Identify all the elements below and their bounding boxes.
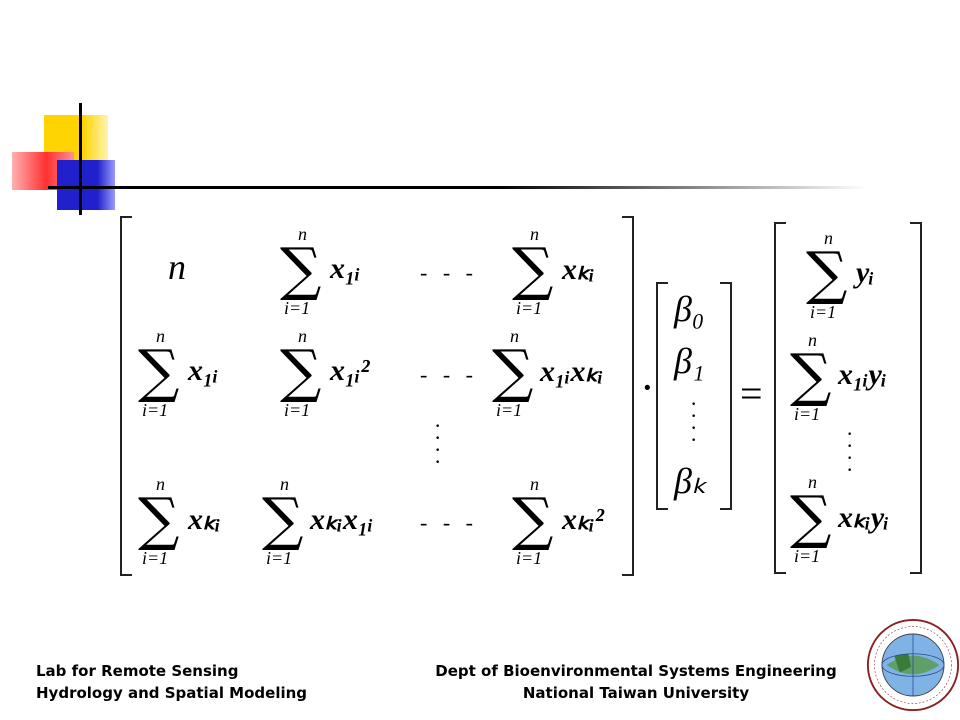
title-underline [48, 186, 868, 189]
footer-lab-subtitle: Hydrology and Spatial Modeling [36, 684, 308, 702]
n-entry: n [168, 247, 186, 287]
sum-xki-x1i: n ∑ i=1 xₖᵢx₁ᵢ [262, 474, 374, 568]
footer-department: Dept of Bioenvironmental Systems Enginee… [435, 662, 837, 680]
sum-xki-col1: n ∑ i=1 xₖᵢ [138, 474, 221, 568]
ntu-seal-globe-icon [866, 618, 960, 712]
row3-ellipsis: - - - [420, 510, 478, 535]
beta-1: β₁ [674, 341, 705, 381]
sum-x1i-yi: n ∑ i=1 x₁ᵢyᵢ [790, 330, 887, 424]
sum-xki-squared: n ∑ i=1 xₖᵢ² [512, 474, 604, 568]
sum-xki-yi: n ∑ i=1 xₖᵢyᵢ [790, 472, 890, 566]
multiply-dot: · [640, 363, 655, 412]
sum-x1i-xki: n ∑ i=1 x₁ᵢxₖᵢ [492, 326, 604, 420]
beta-0: β₀ [674, 289, 705, 329]
blue-square [57, 160, 115, 210]
column-ellipsis: ···· [434, 413, 442, 474]
rhs-ellipsis: ···· [846, 421, 854, 482]
sum-x1i-col1: n ∑ i=1 x₁ᵢ [138, 326, 219, 420]
normal-equation-matrix: n n ∑ i=1 x₁ᵢ - - - n ∑ i=1 xₖᵢ n ∑ i=1 … [120, 216, 635, 576]
right-bracket [622, 216, 634, 576]
footer-university: National Taiwan University [522, 684, 750, 702]
slide-ornament [0, 0, 960, 230]
sum-yi: n ∑ i=1 yᵢ [806, 228, 875, 322]
footer-right: Dept of Bioenvironmental Systems Enginee… [416, 660, 856, 704]
row2-ellipsis: - - - [420, 362, 478, 387]
beta-ellipsis: ···· [690, 391, 698, 452]
left-bracket [120, 216, 132, 576]
sum-x1i: n ∑ i=1 x₁ᵢ [280, 224, 361, 318]
sum-xki: n ∑ i=1 xₖᵢ [512, 224, 595, 318]
beta-vector: β₀ β₁ ···· βₖ [656, 282, 736, 510]
rhs-vector: n ∑ i=1 yᵢ n ∑ i=1 x₁ᵢyᵢ ···· n ∑ i=1 xₖ… [774, 222, 924, 574]
footer-left: Lab for Remote Sensing Hydrology and Spa… [36, 660, 307, 704]
sigma-symbol: ∑ [280, 235, 322, 303]
vertical-rule [79, 103, 82, 215]
beta-k: βₖ [674, 461, 708, 501]
row1-ellipsis: - - - [420, 260, 478, 285]
footer-lab-name: Lab for Remote Sensing [36, 662, 239, 680]
equals-sign: = [740, 371, 763, 416]
sum-x1i-squared: n ∑ i=1 x₁ᵢ² [280, 326, 370, 420]
